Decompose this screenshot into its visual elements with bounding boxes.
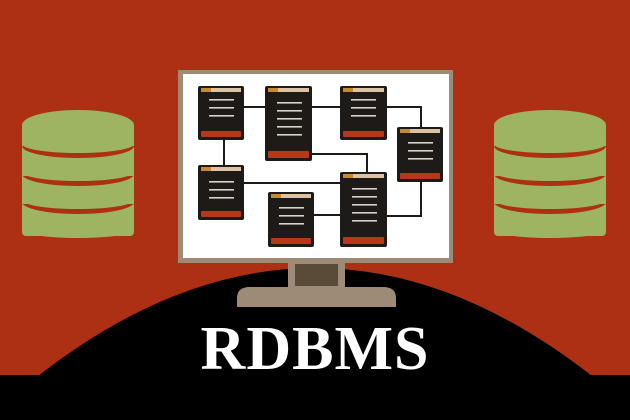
table-t2 <box>265 86 312 161</box>
table-t7 <box>340 172 387 247</box>
monitor-icon <box>178 70 453 307</box>
table-t3 <box>340 86 387 140</box>
ground <box>0 268 630 420</box>
monitor-base <box>237 287 396 307</box>
table-t5 <box>198 165 244 220</box>
table-t6 <box>268 192 314 247</box>
table-t1 <box>198 86 244 140</box>
database-icon <box>22 110 134 238</box>
database-icon <box>494 110 606 238</box>
page-title: RDBMS <box>200 315 430 383</box>
relationship-lines <box>223 106 422 217</box>
table-t4 <box>397 127 443 182</box>
